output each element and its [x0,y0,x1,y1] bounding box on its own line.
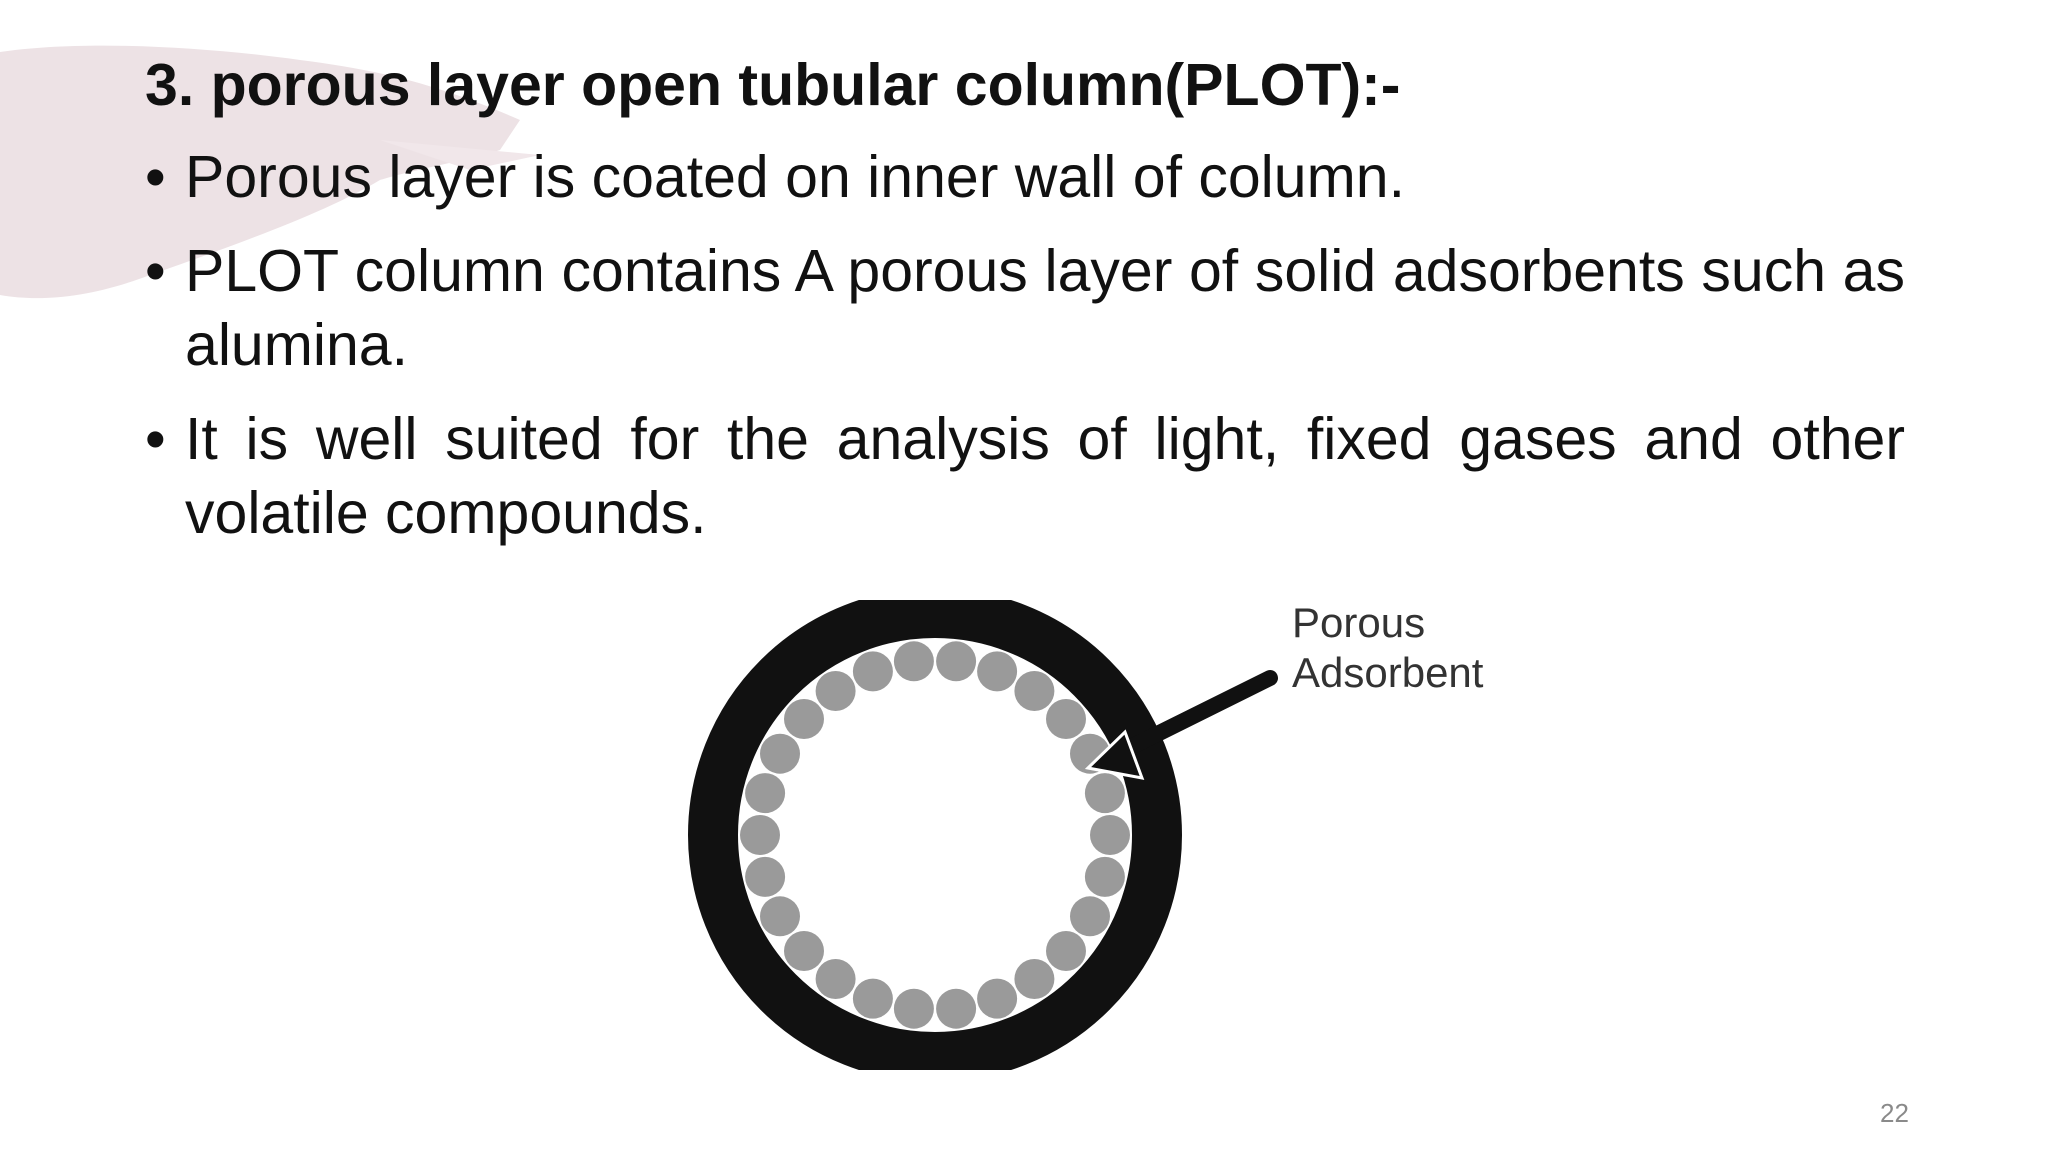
bullet-text: PLOT column contains A porous layer of s… [185,238,1905,378]
adsorbent-particle [1090,815,1130,855]
bullet-marker: • [145,144,166,210]
adsorbent-particle [893,641,934,682]
adsorbent-particle [893,988,934,1029]
plot-column-cross-section-diagram [688,600,1278,1070]
porous-adsorbent-label: Porous Adsorbent [1292,598,1483,698]
adsorbent-particle [936,988,977,1029]
column-wall [688,600,1182,1070]
adsorbent-layer [740,641,1130,1029]
adsorbent-particle [745,856,786,897]
bullet-marker: • [145,406,166,472]
bullet-item-coating: • Porous layer is coated on inner wall o… [145,140,1905,214]
adsorbent-particle [760,733,800,774]
pointer-arrow [1084,670,1278,780]
bullet-item-applications: • It is well suited for the analysis of … [145,402,1905,550]
adsorbent-particle [1014,959,1055,999]
bullet-list: • Porous layer is coated on inner wall o… [145,140,1905,570]
open-bore [785,685,1085,985]
adsorbent-particle [936,641,977,682]
bullet-text: Porous layer is coated on inner wall of … [185,144,1405,210]
adsorbent-particle [815,959,856,999]
adsorbent-particle [852,978,893,1019]
page-number: 22 [1880,1098,1909,1128]
adsorbent-particle [1070,896,1110,937]
adsorbent-particle [1084,773,1125,814]
label-line-adsorbent: Adsorbent [1292,649,1484,696]
adsorbent-particle [977,651,1018,692]
slide-title: 3. porous layer open tubular column(PLOT… [145,52,1401,118]
adsorbent-particle [815,671,856,711]
adsorbent-particle [745,773,786,814]
adsorbent-particle [784,931,824,971]
bullet-item-adsorbents: • PLOT column contains A porous layer of… [145,234,1905,382]
adsorbent-particle [1046,931,1086,971]
decorative-brush-stroke [0,45,540,299]
adsorbent-particle [760,896,800,937]
adsorbent-particle [852,651,893,692]
bullet-text: It is well suited for the analysis of li… [185,406,1905,546]
adsorbent-particle [1046,699,1086,739]
adsorbent-particle [1084,856,1125,897]
adsorbent-particle [740,815,780,855]
adsorbent-particle [1014,671,1055,711]
adsorbent-particle [977,978,1018,1019]
bullet-marker: • [145,238,166,304]
adsorbent-particle [784,699,824,739]
label-line-porous: Porous [1292,599,1426,646]
